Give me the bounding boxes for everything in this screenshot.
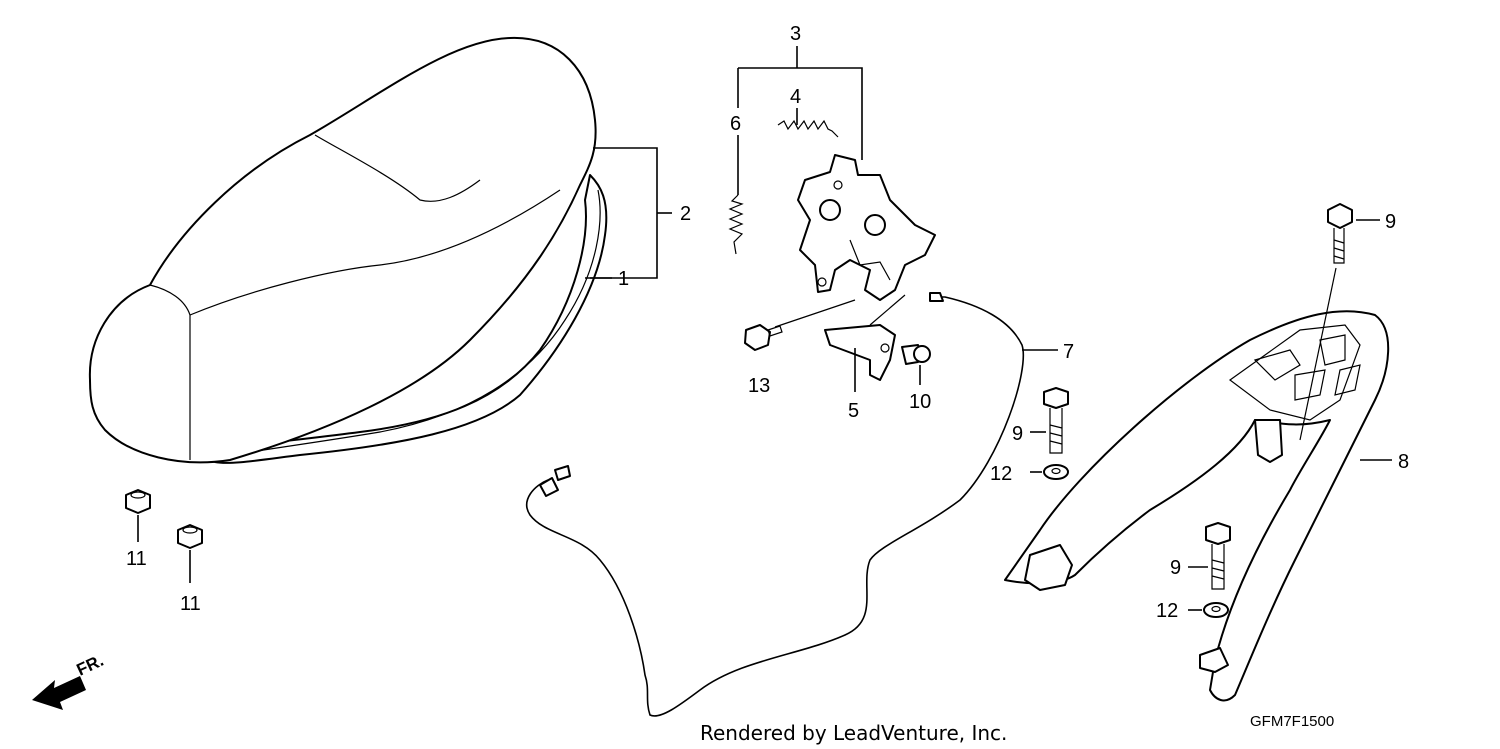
bolt-part-9-middle[interactable] <box>1030 387 1069 454</box>
callout-12-middle: 12 <box>990 463 1012 485</box>
callout-7: 7 <box>1063 341 1074 363</box>
footer-credit: Rendered by LeadVenture, Inc. <box>700 721 1007 745</box>
callout-9-middle: 9 <box>1012 423 1023 445</box>
callout-8: 8 <box>1398 451 1409 473</box>
bolt-part-9-lower[interactable] <box>1188 522 1231 590</box>
callout-3: 3 <box>790 23 801 45</box>
bolt-part-13[interactable] <box>744 299 856 351</box>
callout-5: 5 <box>848 400 859 422</box>
nut-part-11-left[interactable] <box>125 489 151 542</box>
spring-part-6[interactable] <box>728 135 744 255</box>
callout-12-lower: 12 <box>1156 600 1178 622</box>
spring-part-4[interactable] <box>777 108 839 138</box>
callout-4: 4 <box>790 86 801 108</box>
callout-2: 2 <box>680 203 691 225</box>
washer-part-12-middle[interactable] <box>1030 464 1069 480</box>
arrow-icon <box>32 676 86 710</box>
callout-9-upper: 9 <box>1385 211 1396 233</box>
bracket-1-2 <box>585 147 672 279</box>
seat-rider-rear-seam <box>314 134 481 202</box>
grab-rail-part-8[interactable] <box>1004 310 1392 702</box>
nut-part-11-right[interactable] <box>177 524 203 583</box>
screw-part-10[interactable] <box>901 344 931 385</box>
bracket-3 <box>737 46 863 160</box>
callout-1: 1 <box>618 268 629 290</box>
washer-part-12-lower[interactable] <box>1188 602 1229 618</box>
seat-lock-cable-part-7[interactable] <box>525 292 1058 717</box>
bolt-part-9-upper[interactable] <box>1299 203 1380 441</box>
callout-10: 10 <box>909 391 931 413</box>
callout-11-left: 11 <box>126 548 147 570</box>
callout-6: 6 <box>730 113 741 135</box>
callout-11-right: 11 <box>180 593 201 615</box>
callout-9-lower: 9 <box>1170 557 1181 579</box>
seat-catch-part-3[interactable] <box>797 154 936 301</box>
plate-part-5[interactable] <box>824 294 906 392</box>
seat-cushion <box>88 36 597 464</box>
front-direction-arrow: FR. <box>32 651 107 710</box>
seat-base-seal-line <box>219 189 601 458</box>
diagram-code: GFM7F1500 <box>1250 713 1334 730</box>
seat-assembly[interactable] <box>88 36 608 464</box>
seat-side-seam <box>189 189 561 316</box>
seat-base-seal <box>214 174 608 464</box>
callout-13: 13 <box>748 375 770 397</box>
direction-label: FR. <box>74 651 107 680</box>
